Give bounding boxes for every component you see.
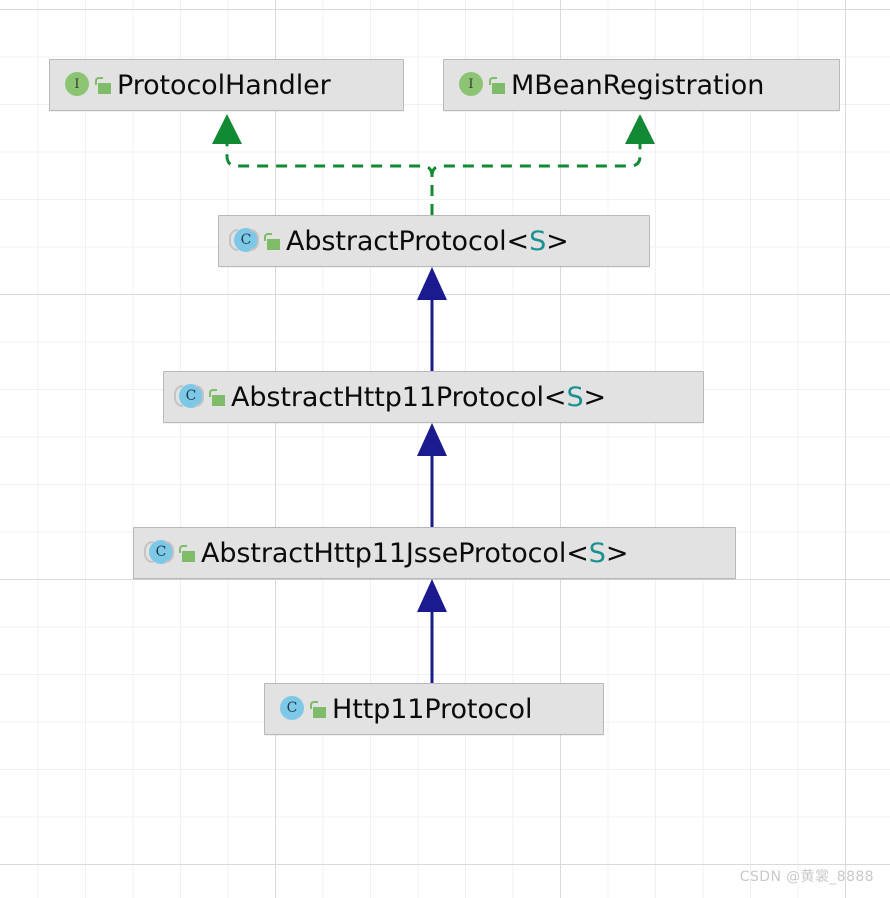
node-label-abstract-http11-protocol: AbstractHttp11Protocol<S> [231,381,607,413]
node-abstract-http11-jsse-protocol[interactable]: C AbstractHttp11JsseProtocol<S> [133,527,736,579]
node-label-protocol-handler: ProtocolHandler [117,69,331,101]
node-mbean-registration[interactable]: I MBeanRegistration [443,59,840,111]
interface-icon: I [456,72,483,98]
node-protocol-handler[interactable]: I ProtocolHandler [49,59,404,111]
unlocked-padlock-icon [310,700,326,718]
interface-icon: I [62,72,89,98]
unlocked-padlock-icon [179,544,195,562]
class-icon-letter: C [234,228,258,252]
node-label-mbean-registration: MBeanRegistration [511,69,765,101]
realization-edge-protocol-handler [225,136,434,215]
class-icon-letter: C [149,540,173,564]
realization-arrowhead-protocol-handler [212,114,242,144]
node-abstract-http11-protocol[interactable]: C AbstractHttp11Protocol<S> [163,371,704,423]
unlocked-padlock-icon [264,232,280,250]
realization-arrowhead-mbean-registration [625,114,655,144]
class-icon: C [277,696,304,722]
abstract-class-icon: C [229,228,259,254]
unlocked-padlock-icon [95,76,111,94]
unlocked-padlock-icon [209,388,225,406]
node-abstract-protocol[interactable]: C AbstractProtocol<S> [218,215,650,267]
inheritance-edge-abstract-protocol [417,267,447,371]
realization-edge-mbean-registration [430,136,642,215]
inheritance-edge-abstract-http11-protocol [417,423,447,527]
abstract-class-icon: C [174,384,204,410]
watermark: CSDN @黄裳_8888 [739,869,874,885]
unlocked-padlock-icon [489,76,505,94]
node-http11-protocol[interactable]: C Http11Protocol [264,683,604,735]
abstract-class-icon: C [144,540,174,566]
node-label-http11-protocol: Http11Protocol [332,693,533,725]
interface-icon-letter: I [459,72,483,96]
inheritance-edge-abstract-http11-jsse-protocol [417,579,447,683]
realization-edges [212,114,655,215]
class-icon-letter: C [179,384,203,408]
node-label-abstract-protocol: AbstractProtocol<S> [286,225,569,257]
interface-icon-letter: I [65,72,89,96]
class-icon-letter: C [280,696,304,720]
node-label-abstract-http11-jsse-protocol: AbstractHttp11JsseProtocol<S> [201,537,629,569]
